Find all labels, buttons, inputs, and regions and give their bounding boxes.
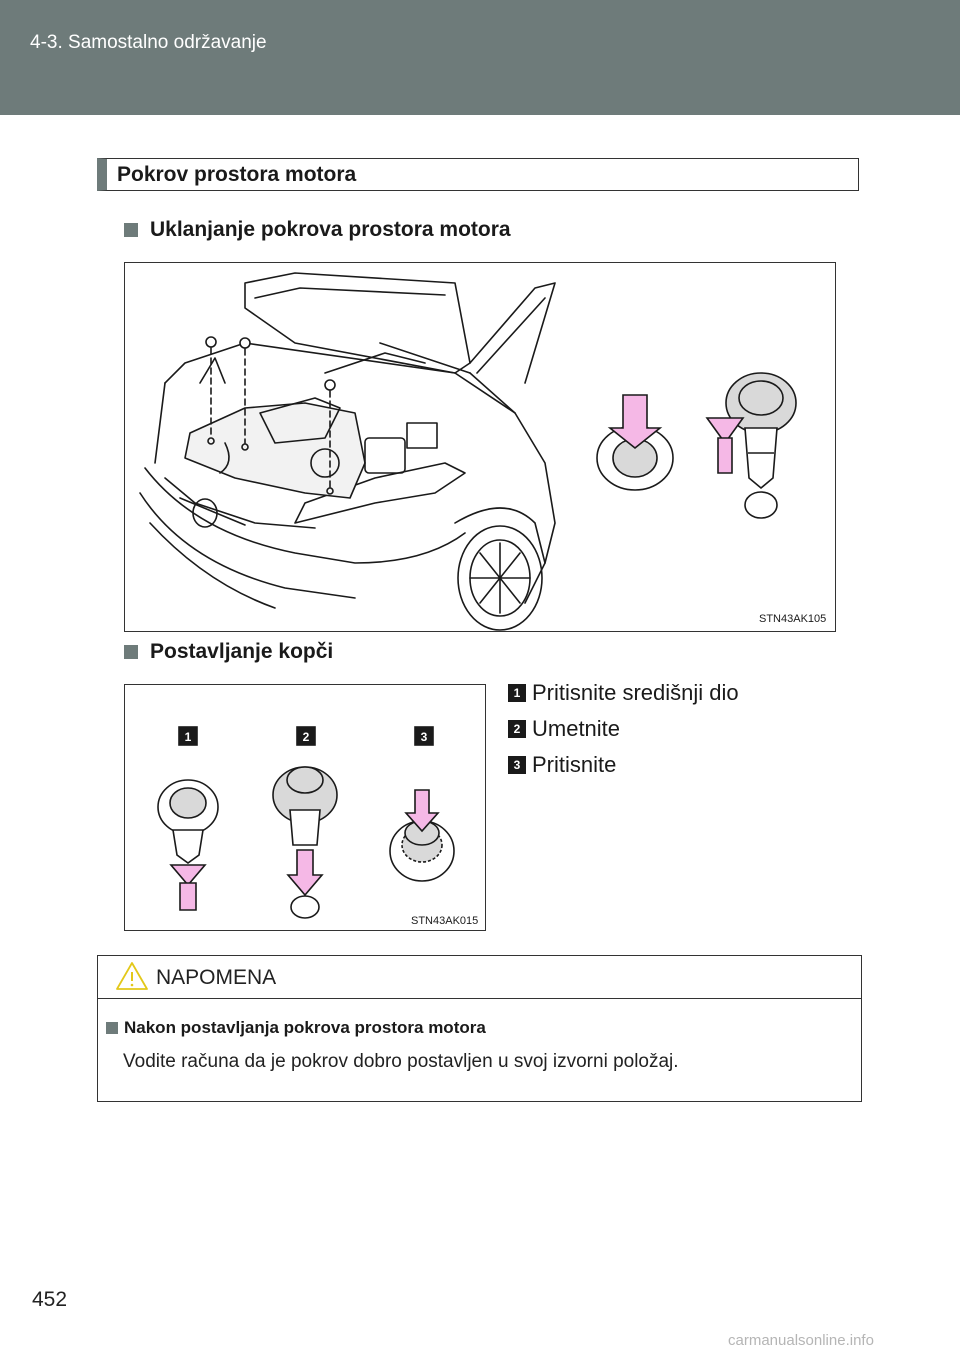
square-bullet-icon [106,1022,118,1034]
engine-cover-figure: STN43AK105 [124,262,836,632]
removal-heading-text: Uklanjanje pokrova prostora motora [150,218,511,241]
step-3-badge [414,726,434,746]
clip-installation-figure: 1 2 3 STN43AK015 [124,684,486,931]
step-2-badge [296,726,316,746]
notice-box: NAPOMENA Nakon postavljanja pokrova pros… [97,955,862,1102]
section-title: Pokrov prostora motora [117,163,357,186]
step-1-badge [178,726,198,746]
step-text: Pritisnite [532,752,617,777]
clip-detail [596,372,797,519]
chapter-title: 4-3. Samostalno održavanje [30,32,267,53]
figure-step-number: 2 [303,730,310,744]
square-bullet-icon [124,223,138,237]
step-2: 2 Umetnite [508,716,620,742]
step-text: Umetnite [532,716,621,741]
step-1: 1 Pritisnite središnji dio [508,680,739,706]
watermark: carmanualsonline.info [728,1332,874,1349]
page-number: 452 [32,1288,68,1311]
square-bullet-icon [124,645,138,659]
step-3: 3 Pritisnite [508,752,616,778]
notice-header: NAPOMENA [98,956,861,999]
warning-triangle-icon [116,962,148,990]
notice-item-heading: Nakon postavljanja pokrova prostora moto… [106,1018,486,1038]
section-heading-box: Pokrov prostora motora [97,158,859,191]
engine-bay-illustration [139,272,797,631]
step-number-badge: 1 [508,684,526,702]
figure-code: STN43AK015 [411,915,479,927]
step-number-badge: 2 [508,720,526,738]
clip-steps-illustration: 1 2 3 [157,726,455,919]
down-arrow-icon [607,394,663,450]
notice-title: NAPOMENA [156,966,277,989]
header-band: 4-3. Samostalno održavanje [0,0,960,115]
step-text: Pritisnite središnji dio [532,680,739,705]
notice-text: Vodite računa da je pokrov dobro postavl… [123,1051,679,1072]
installation-heading: Postavljanje kopči [124,640,333,664]
step-number-badge: 3 [508,756,526,774]
figure-step-number: 1 [185,730,192,744]
removal-heading: Uklanjanje pokrova prostora motora [124,218,511,242]
figure-code: STN43AK105 [759,613,827,625]
notice-item-heading-text: Nakon postavljanja pokrova prostora moto… [124,1018,486,1037]
figure-step-number: 3 [421,730,428,744]
installation-heading-text: Postavljanje kopči [150,640,334,663]
